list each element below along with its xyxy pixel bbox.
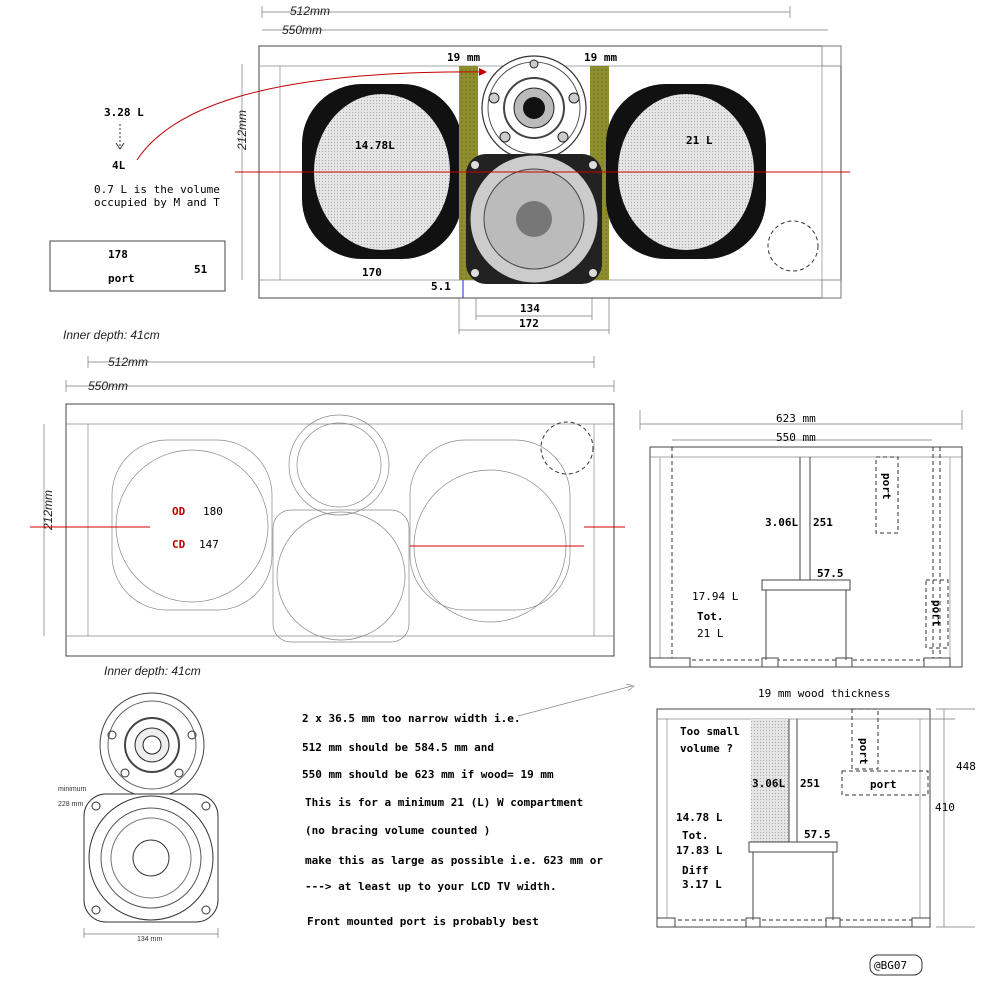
shaded-compartment [751,719,789,842]
note-4l: 4L [112,159,126,172]
front-left-woofer [111,439,273,611]
dim-172: 172 [519,317,539,330]
top-view: 512mm 550mm 212mm 14.78L 19 mm 19 mm [49,4,850,342]
dim-212-label: 212mm [235,110,249,151]
port-label: port [108,272,135,285]
side-top-dim-251: 251 [813,516,833,529]
tweeter [481,55,587,161]
vol-left-label: 14.78L [355,139,395,152]
side-dim-623: 623 mm [776,412,816,425]
midrange-driver [466,154,602,284]
side-top-port1: port [880,473,893,500]
note-line-4: This is for a minimum 21 (L) W compartme… [305,796,583,809]
side-bottom-enclosure [656,708,931,928]
port-box [49,240,226,292]
inner-depth-top: Inner depth: 41cm [63,328,160,342]
front-dim-212: 212mm [41,490,55,531]
side-bottom-dim-575: 57.5 [804,828,831,841]
wood-right-label: 19 mm [584,51,617,64]
front-dim-550: 550mm [88,379,128,393]
side-bottom-diff-value: 3.17 L [682,878,722,891]
cd-value: 147 [199,538,219,551]
side-bottom-tot-label: Tot. [682,829,709,842]
dim-512-label: 512mm [290,4,330,18]
note-line-7: ---> at least up to your LCD TV width. [305,880,557,893]
front-right-woofer [409,439,571,611]
front-enclosure [65,403,615,657]
side-view-bottom: 19 mm wood thickness port port Too small… [656,687,976,928]
side-bottom-vol-306: 3.06L [752,777,785,790]
front-view: 512mm 550mm 212mm OD 180 CD 147 Inner de… [30,355,625,678]
minimum-label: minimum [58,786,87,793]
signature-box [869,954,923,976]
side-bottom-vol-1478: 14.78 L [676,811,723,824]
note-07-line2: occupied by M and T [94,196,220,209]
notes: 2 x 36.5 mm too narrow width i.e. 512 mm… [302,683,635,928]
inner-depth-front: Inner depth: 41cm [104,664,201,678]
side-top-tot-label: Tot. [697,610,724,623]
note-line-2: 512 mm should be 584.5 mm and [302,741,494,754]
front-dim-512: 512mm [108,355,148,369]
side-top-port2: port [930,600,943,627]
side-bottom-dim-410: 410 [935,801,955,814]
note-line-6: make this as large as possible i.e. 623 … [305,854,603,867]
vol-right-label: 21 L [686,134,713,147]
side-top-dim-575: 57.5 [817,567,844,580]
driver-dim-134: 134 mm [137,936,162,943]
note-07-line1: 0.7 L is the volume [94,183,220,196]
driver-detail: minimum 228 mm 134 mm [58,692,219,943]
side-bottom-port1: port [857,738,870,765]
side-top-tot-value: 21 L [697,627,724,640]
od-label: OD [172,505,186,518]
cd-label: CD [172,538,186,551]
note-line-5: (no bracing volume counted ) [305,824,490,837]
wood-thickness-label: 19 mm wood thickness [758,687,890,700]
side-view-top: 623 mm 550 mm port port 3.06L 251 57.5 1… [639,410,963,668]
port-circle [767,220,819,272]
note-line-8: Front mounted port is probably best [307,915,539,928]
dim-228: 228 mm [58,801,83,808]
port-178: 178 [108,248,128,261]
too-small-1: Too small [680,725,740,738]
front-midrange [272,509,410,643]
too-small-2: volume ? [680,742,733,755]
dim-550-label: 550mm [282,23,322,37]
port-51: 51 [194,263,208,276]
dim-134: 134 [520,302,540,315]
note-line-3: 550 mm should be 623 mm if wood= 19 mm [302,768,554,781]
side-dim-550: 550 mm [776,431,816,444]
side-top-vol-1794: 17.94 L [692,590,739,603]
side-top-vol-306: 3.06L [765,516,798,529]
note-328: 3.28 L [104,106,144,119]
note-line-1: 2 x 36.5 mm too narrow width i.e. [302,712,521,725]
arrow-to-tweeter [136,67,487,161]
dim-51b: 5.1 [431,280,451,293]
side-bottom-diff-label: Diff [682,864,709,877]
side-bottom-tot-value: 17.83 L [676,844,723,857]
od-value: 180 [203,505,223,518]
front-port-circle [540,421,594,475]
front-tweeter [288,414,390,516]
signature: @BG07 [874,959,907,972]
side-bottom-dim-448: 448 [956,760,976,773]
side-top-enclosure [649,446,963,668]
side-bottom-port2: port [870,778,897,791]
side-bottom-dim-251: 251 [800,777,820,790]
dim-170: 170 [362,266,382,279]
wood-left-label: 19 mm [447,51,480,64]
